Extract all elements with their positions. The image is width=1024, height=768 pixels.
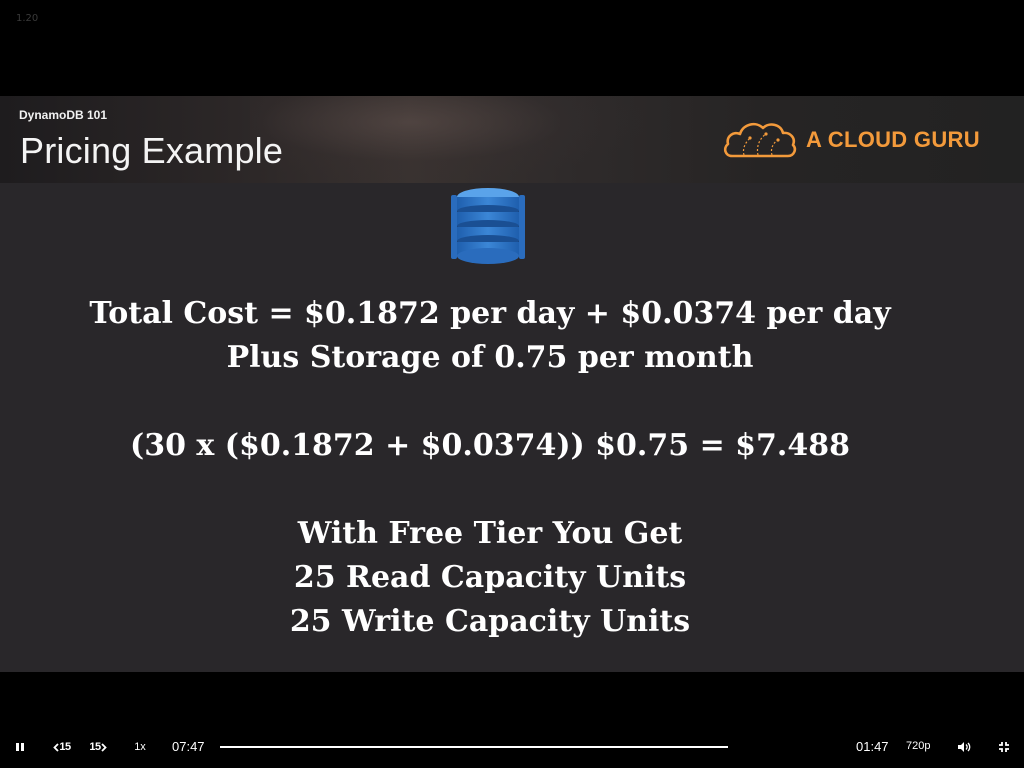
cloud-logo-icon bbox=[723, 122, 797, 158]
forward-15-button[interactable]: 15 bbox=[86, 734, 110, 760]
slide-title: Pricing Example bbox=[20, 130, 284, 171]
elapsed-time: 07:47 bbox=[172, 739, 205, 754]
progress-fill bbox=[220, 746, 728, 748]
course-label: DynamoDB 101 bbox=[19, 108, 108, 122]
slide-body: Total Cost = $0.1872 per day + $0.0374 p… bbox=[0, 292, 980, 644]
remaining-time: 01:47 bbox=[856, 739, 889, 754]
chevron-right-icon bbox=[100, 742, 107, 752]
player-controls: 15 15 1x 07:47 01:47 720p bbox=[0, 734, 1024, 760]
free-tier-heading: With Free Tier You Get bbox=[297, 516, 683, 551]
progress-bar[interactable] bbox=[220, 746, 728, 748]
brand-text: A CLOUD GURU bbox=[806, 127, 980, 152]
player-version: 1.20 bbox=[16, 13, 39, 24]
slide: DynamoDB 101 Pricing Example A CLOUD GUR… bbox=[0, 96, 1024, 672]
calculation-line: (30 x ($0.1872 + $0.0374)) $0.75 = $7.48… bbox=[130, 428, 850, 463]
exit-fullscreen-icon bbox=[999, 742, 1009, 752]
rewind-label: 15 bbox=[59, 741, 71, 753]
brand-logo: A CLOUD GURU bbox=[722, 118, 980, 162]
slide-header: DynamoDB 101 Pricing Example A CLOUD GUR… bbox=[0, 96, 1024, 183]
free-tier-write-line: 25 Write Capacity Units bbox=[289, 604, 691, 639]
exit-fullscreen-button[interactable] bbox=[994, 734, 1014, 760]
storage-line: Plus Storage of 0.75 per month bbox=[226, 340, 754, 375]
playback-speed-button[interactable]: 1x bbox=[134, 741, 146, 753]
presenter-background bbox=[250, 96, 650, 183]
volume-button[interactable] bbox=[954, 734, 974, 760]
rewind-15-button[interactable]: 15 bbox=[50, 734, 74, 760]
forward-label: 15 bbox=[89, 741, 101, 753]
pause-button[interactable] bbox=[10, 734, 30, 760]
pause-icon bbox=[16, 743, 24, 751]
dynamodb-icon bbox=[451, 187, 525, 271]
total-cost-line: Total Cost = $0.1872 per day + $0.0374 p… bbox=[89, 296, 891, 331]
volume-icon bbox=[958, 742, 971, 752]
free-tier-read-line: 25 Read Capacity Units bbox=[293, 560, 687, 595]
chevron-left-icon bbox=[53, 742, 60, 752]
quality-button[interactable]: 720p bbox=[906, 740, 931, 752]
